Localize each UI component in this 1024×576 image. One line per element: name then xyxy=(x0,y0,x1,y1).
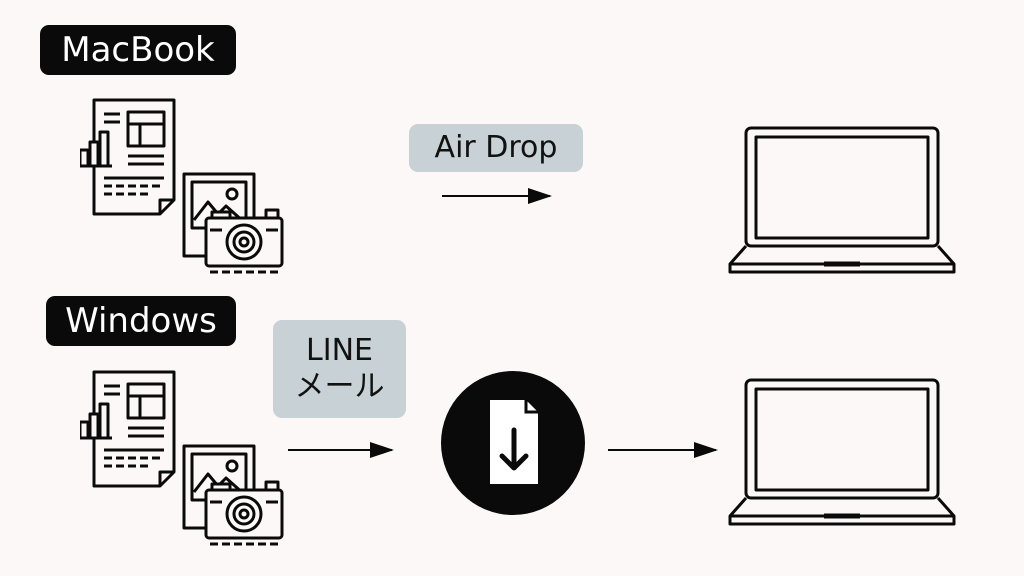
transfer-method-badge: LINE メール xyxy=(273,320,406,418)
file-download-icon xyxy=(441,371,585,515)
arrow-icon xyxy=(608,442,718,458)
transfer-method-text: Air Drop xyxy=(434,130,558,165)
os-label-text: MacBook xyxy=(61,30,215,70)
document-media-icon xyxy=(80,370,284,546)
document-media-icon xyxy=(80,98,284,274)
laptop-icon xyxy=(728,378,956,528)
transfer-method-badge: Air Drop xyxy=(409,124,583,172)
transfer-method-line: メール xyxy=(294,369,385,404)
os-label-windows: Windows xyxy=(46,296,236,346)
arrow-icon xyxy=(288,442,394,458)
transfer-method-line: LINE xyxy=(306,333,373,368)
laptop-icon xyxy=(728,126,956,276)
arrow-icon xyxy=(442,188,552,204)
os-label-macbook: MacBook xyxy=(40,25,236,75)
os-label-text: Windows xyxy=(65,301,217,341)
